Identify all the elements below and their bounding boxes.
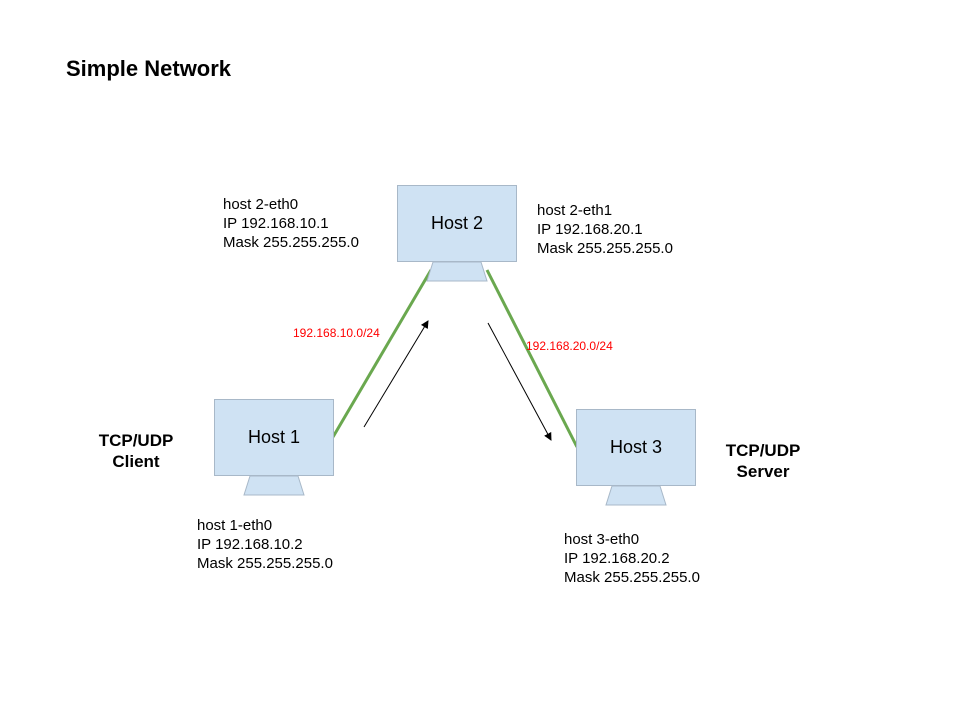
interface-name: host 2-eth0: [223, 196, 299, 213]
host1-monitor: Host 1: [214, 399, 334, 496]
host3-role-line2: Server: [736, 462, 790, 481]
host1-eth0-info: host 1-eth0 IP 192.168.10.2 Mask 255.255…: [197, 516, 333, 573]
host2-screen: Host 2: [397, 185, 517, 262]
host3-monitor: Host 3: [576, 409, 696, 506]
traffic-arrow-host2-to-host3: [487, 322, 552, 441]
interface-ip: IP 192.168.20.1: [537, 221, 643, 238]
host1-role-line2: Client: [112, 452, 160, 471]
link-host2-host3: [485, 269, 579, 448]
interface-ip: IP 192.168.10.2: [197, 536, 303, 553]
interface-ip: IP 192.168.20.2: [564, 550, 670, 567]
host2-monitor: Host 2: [397, 185, 517, 282]
host2-label: Host 2: [430, 213, 484, 233]
subnet-label-20: 192.168.20.0/24: [526, 339, 613, 353]
interface-name: host 1-eth0: [197, 517, 273, 534]
host1-label: Host 1: [247, 427, 301, 447]
interface-mask: Mask 255.255.255.0: [537, 240, 673, 257]
interface-name: host 2-eth1: [537, 202, 613, 219]
link-host1-host2: [331, 269, 433, 438]
host1-role-line1: TCP/UDP: [98, 431, 174, 450]
interface-mask: Mask 255.255.255.0: [197, 555, 333, 572]
interface-mask: Mask 255.255.255.0: [564, 569, 700, 586]
host2-stand: [426, 262, 488, 282]
host1-stand: [243, 476, 305, 496]
host2-eth1-info: host 2-eth1 IP 192.168.20.1 Mask 255.255…: [537, 201, 673, 258]
host3-role: TCP/UDP Server: [713, 440, 813, 482]
host2-eth0-info: host 2-eth0 IP 192.168.10.1 Mask 255.255…: [223, 195, 359, 252]
host3-role-line1: TCP/UDP: [725, 441, 801, 460]
host1-screen: Host 1: [214, 399, 334, 476]
host3-stand: [605, 486, 667, 506]
traffic-arrow-host1-to-host2: [363, 320, 429, 428]
diagram-title: Simple Network: [66, 56, 232, 81]
host3-screen: Host 3: [576, 409, 696, 486]
subnet-label-10: 192.168.10.0/24: [293, 326, 380, 340]
interface-name: host 3-eth0: [564, 531, 640, 548]
host3-label: Host 3: [609, 437, 663, 457]
host3-eth0-info: host 3-eth0 IP 192.168.20.2 Mask 255.255…: [564, 530, 700, 587]
interface-ip: IP 192.168.10.1: [223, 215, 329, 232]
host1-role: TCP/UDP Client: [86, 430, 186, 472]
interface-mask: Mask 255.255.255.0: [223, 234, 359, 251]
